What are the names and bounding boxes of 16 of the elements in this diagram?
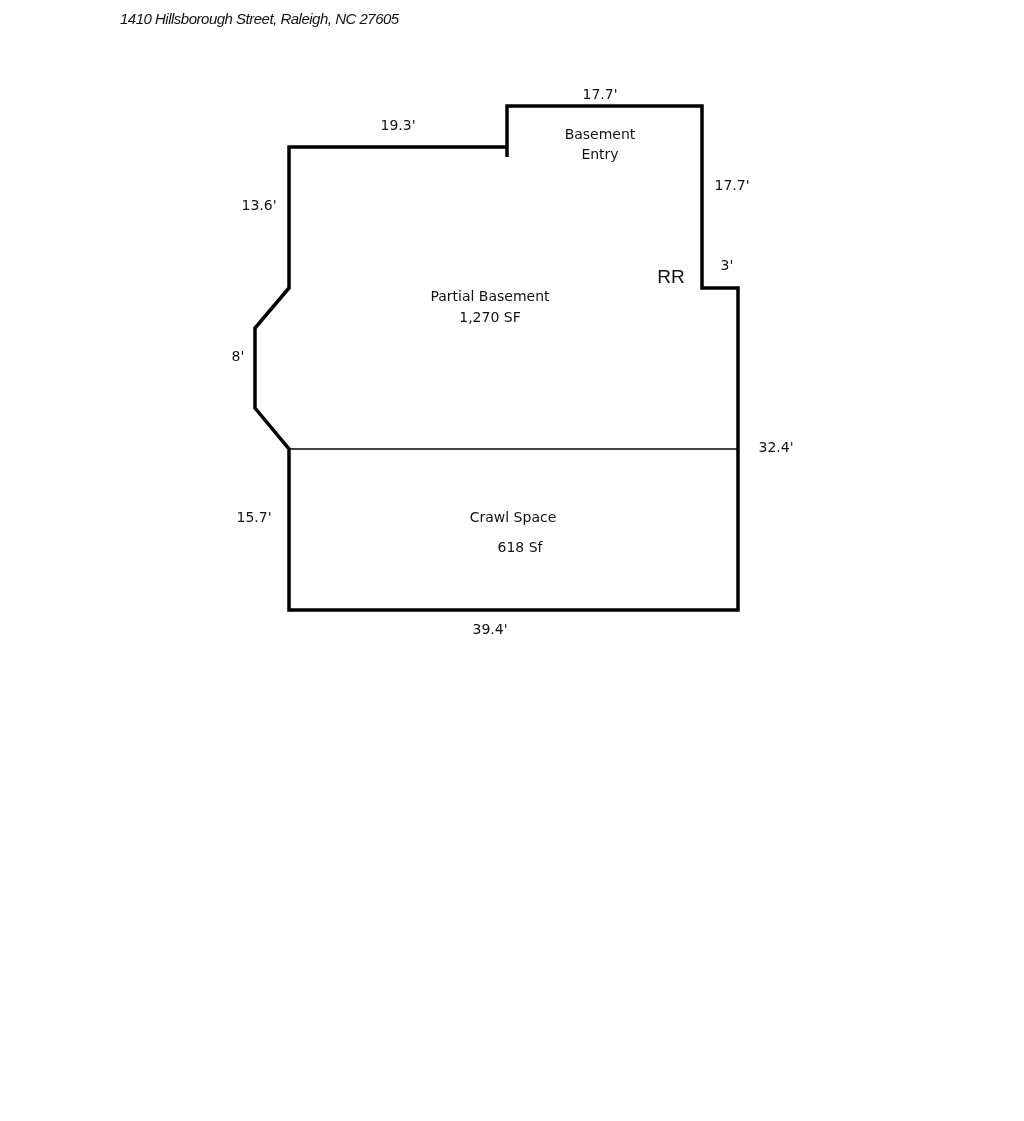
dimension-label: 17.7' <box>582 85 618 105</box>
room-label: Crawl Space <box>469 508 557 528</box>
address-title: 1410 Hillsborough Street, Raleigh, NC 27605 <box>120 10 399 27</box>
dimension-label: 19.3' <box>380 116 416 136</box>
room-label: RR <box>657 264 685 289</box>
room-label: Partial Basement <box>430 287 550 307</box>
dimension-label: 17.7' <box>714 176 750 196</box>
dimension-label: 13.6' <box>241 196 277 216</box>
room-label: Basement Entry <box>563 125 637 164</box>
area-label: 618 Sf <box>497 538 543 558</box>
dimension-label: 3' <box>720 256 734 276</box>
dimension-label: 39.4' <box>472 620 508 640</box>
dimension-label: 32.4' <box>758 438 794 458</box>
dimension-label: 15.7' <box>236 508 272 528</box>
dimension-label: 8' <box>231 347 245 367</box>
area-label: 1,270 SF <box>459 308 521 328</box>
